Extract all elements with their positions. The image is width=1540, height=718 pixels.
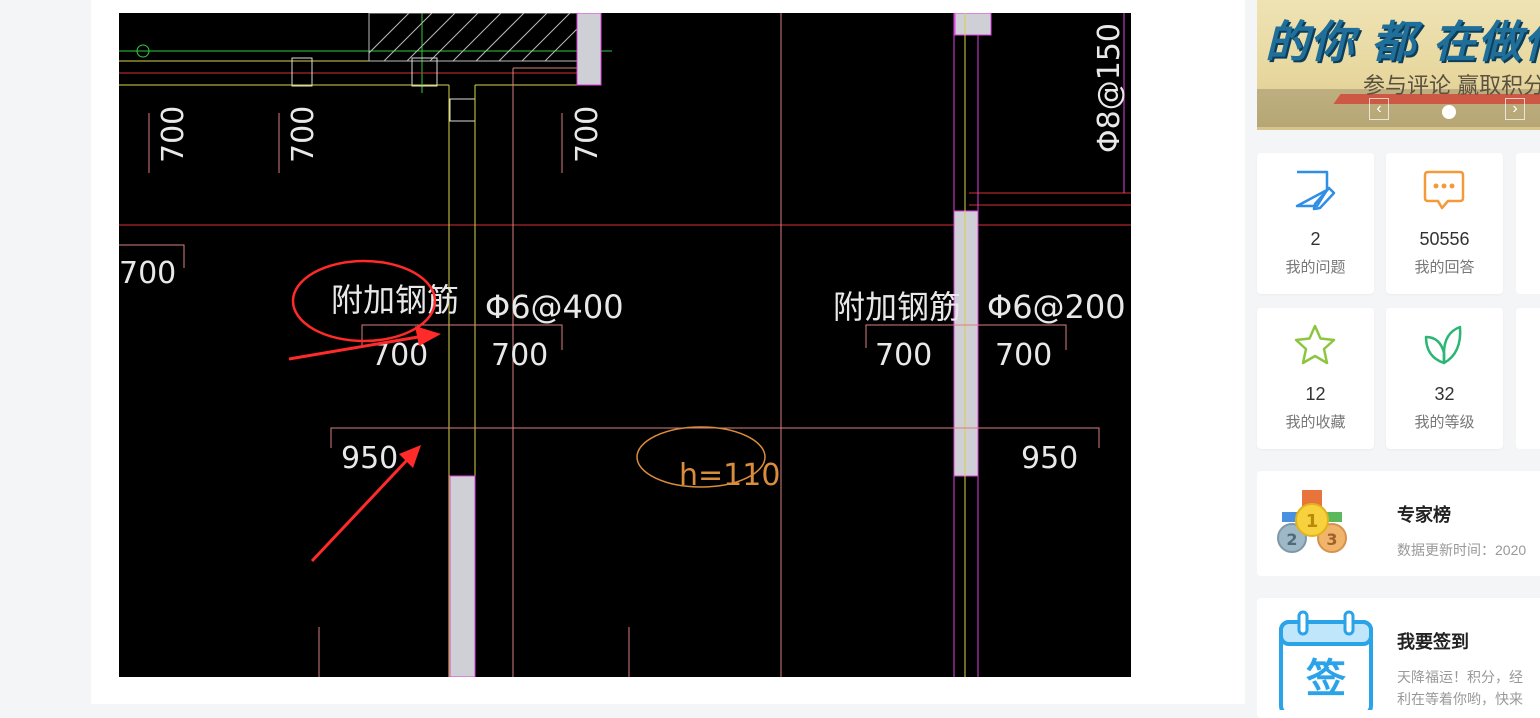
rebar-spec-left: Φ6@400 xyxy=(485,288,624,326)
dim-700-rot-a: 700 xyxy=(156,106,191,163)
dim-700-b: 700 xyxy=(491,338,548,373)
stat-card-partial[interactable] xyxy=(1516,153,1540,294)
top-right-spec: Φ8@150 xyxy=(1092,23,1127,153)
leaf-icon xyxy=(1424,325,1462,365)
banner-indicator-dot[interactable] xyxy=(1442,105,1456,119)
edit-note-icon xyxy=(1295,170,1336,211)
annotation-arrow-2 xyxy=(310,445,421,563)
signin-title: 我要签到 xyxy=(1397,632,1469,652)
annotation-arrow-1 xyxy=(288,326,441,361)
cad-drawing-image[interactable]: 700 700 700 700 700 950 950 附加钢筋 Φ6@400 … xyxy=(119,13,1131,677)
my-favorites-card[interactable]: 12 我的收藏 xyxy=(1257,308,1374,449)
star-icon xyxy=(1294,324,1336,365)
annotation-ellipse xyxy=(291,259,437,343)
dim-950-left: 950 xyxy=(341,441,398,476)
chat-bubble-icon xyxy=(1423,170,1465,210)
stat-label: 我的收藏 xyxy=(1285,414,1346,431)
my-level-card[interactable]: 32 我的等级 xyxy=(1386,308,1503,449)
stat-label: 我的问题 xyxy=(1285,259,1346,276)
promo-banner[interactable]: 的你 都 在做什 参与评论 赢取积分 ‹ › xyxy=(1257,0,1540,130)
dim-700-rot-b: 700 xyxy=(286,106,321,163)
add-rebar-label-left: 附加钢筋 xyxy=(331,281,459,319)
signin-desc-line2: 利在等着你哟，快来 xyxy=(1397,691,1523,707)
my-questions-card[interactable]: 2 我的问题 xyxy=(1257,153,1374,294)
slab-ellipse xyxy=(636,426,766,488)
expert-update-time: 数据更新时间：2020 xyxy=(1397,542,1527,558)
slab-thickness-label: h=110 xyxy=(679,458,780,493)
banner-subtitle: 参与评论 赢取积分 xyxy=(1363,73,1540,98)
expert-title: 专家榜 xyxy=(1397,505,1451,525)
svg-text:3: 3 xyxy=(1326,530,1337,549)
banner-next-button[interactable]: › xyxy=(1505,98,1525,120)
my-answers-card[interactable]: 50556 我的回答 xyxy=(1386,153,1503,294)
dim-700-c: 700 xyxy=(875,338,932,373)
stat-count: 50556 xyxy=(1419,229,1470,249)
dim-700-rot-c: 700 xyxy=(570,106,605,163)
stat-label: 我的回答 xyxy=(1414,259,1475,276)
signin-desc-line1: 天降福运！积分，经 xyxy=(1397,669,1523,685)
banner-title: 的你 都 在做什 xyxy=(1265,17,1540,68)
add-rebar-label-right: 附加钢筋 xyxy=(833,288,961,326)
dim-700-d: 700 xyxy=(995,338,1052,373)
stat-count: 2 xyxy=(1310,229,1321,249)
stat-card-partial[interactable] xyxy=(1516,308,1540,449)
banner-prev-button[interactable]: ‹ xyxy=(1369,98,1389,120)
dim-700-left: 700 xyxy=(119,256,176,291)
stat-count: 12 xyxy=(1305,384,1326,404)
calendar-sign-glyph: 签 xyxy=(1306,656,1346,702)
rebar-spec-right: Φ6@200 xyxy=(987,288,1126,326)
stat-label: 我的等级 xyxy=(1414,414,1475,431)
expert-ranking-card[interactable]: 2 3 1 专家榜 数据更新时间：2020 xyxy=(1257,471,1540,576)
svg-text:1: 1 xyxy=(1306,511,1319,532)
calendar-icon: 签 xyxy=(1279,610,1373,710)
dim-950-right: 950 xyxy=(1021,441,1078,476)
medals-icon: 2 3 1 xyxy=(1277,490,1347,553)
svg-text:2: 2 xyxy=(1286,530,1297,549)
signin-card[interactable]: 签 我要签到 天降福运！积分，经 利在等着你哟，快来 xyxy=(1257,598,1540,718)
stat-count: 32 xyxy=(1434,384,1455,404)
